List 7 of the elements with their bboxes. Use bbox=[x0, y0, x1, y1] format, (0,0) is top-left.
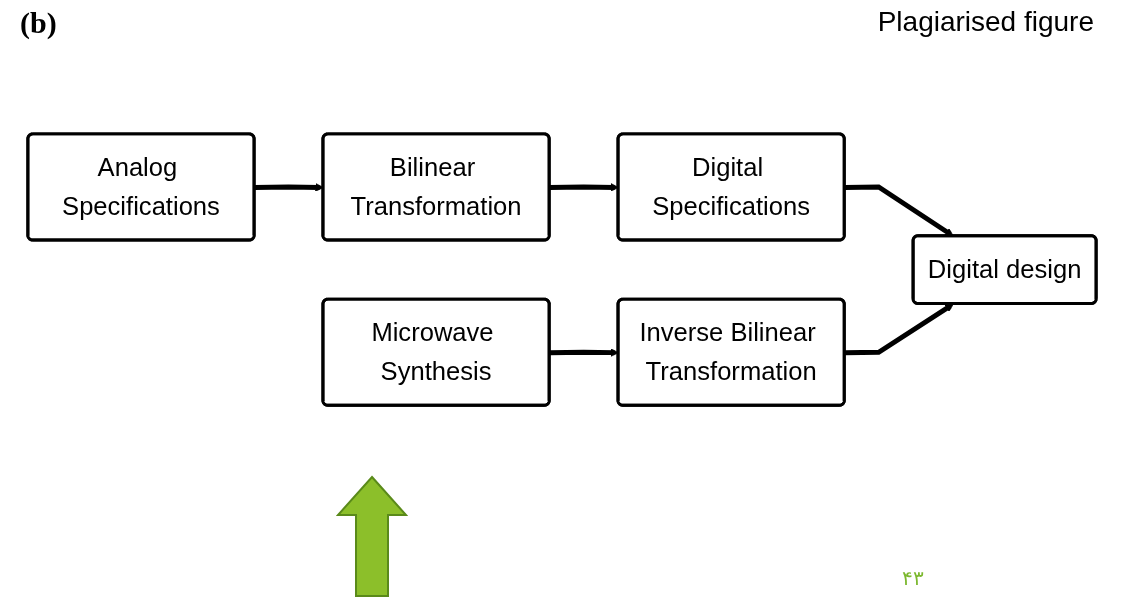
page-number: ۴۳ bbox=[902, 567, 924, 589]
figure-note: Plagiarised figure bbox=[877, 6, 1094, 39]
arrow bbox=[844, 184, 954, 237]
panel-label: (b) bbox=[20, 6, 57, 41]
arrow bbox=[844, 304, 954, 356]
arrow bbox=[549, 183, 619, 193]
arrow bbox=[549, 348, 619, 358]
